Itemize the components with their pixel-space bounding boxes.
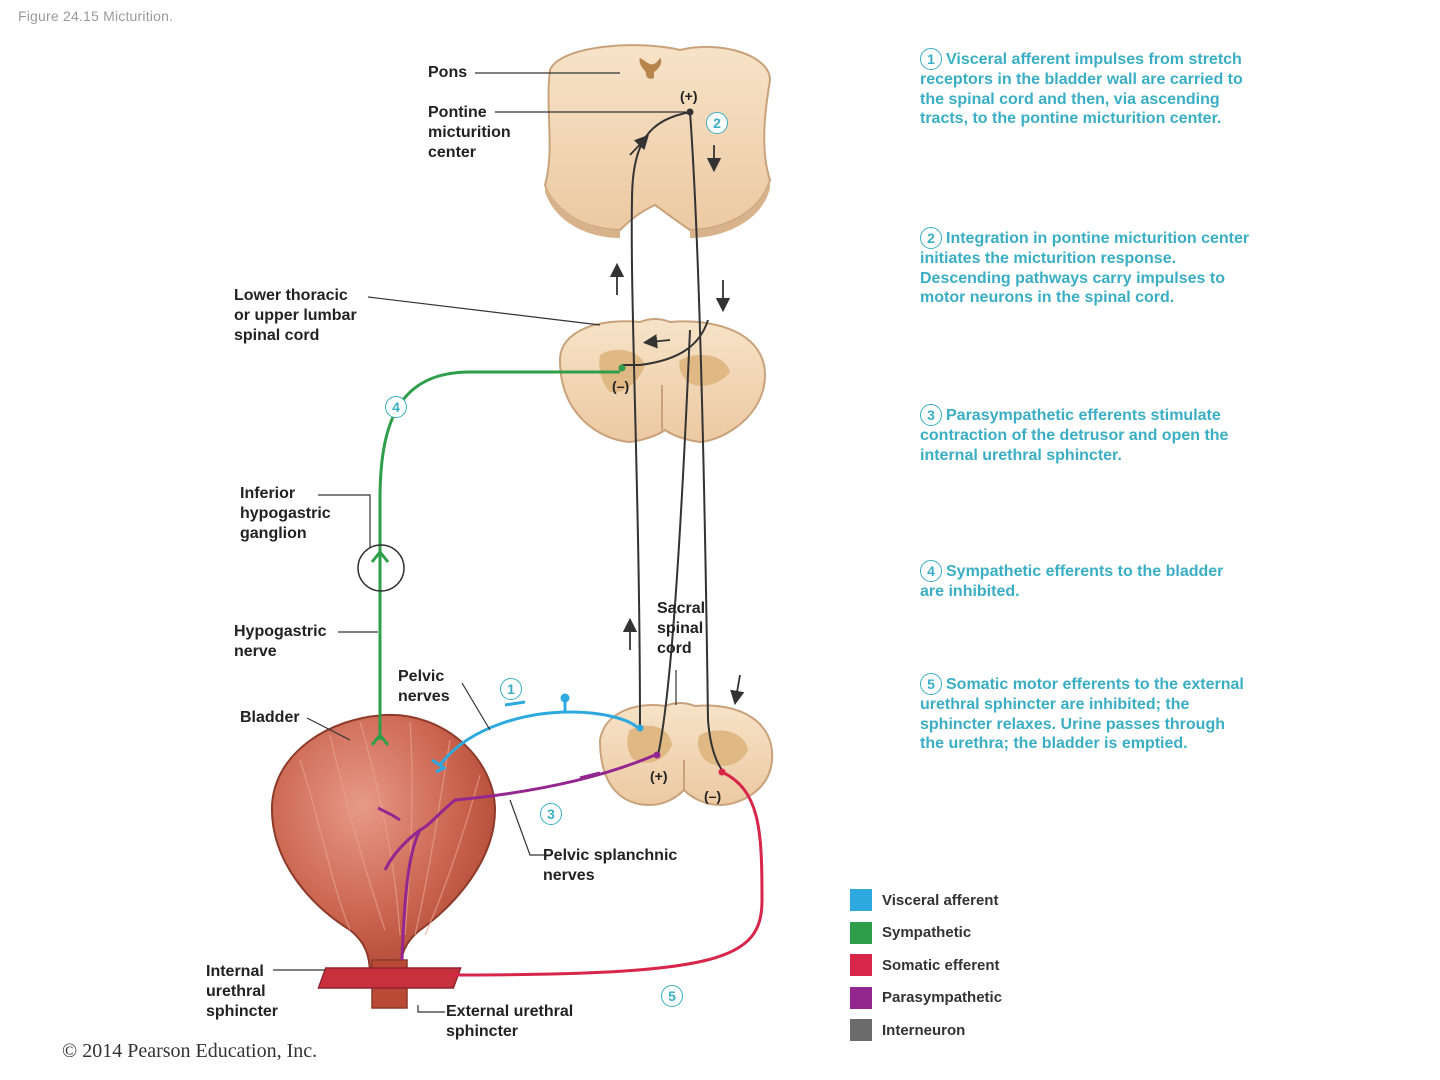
legend-swatch-somatic-efferent	[850, 954, 872, 977]
sign-thoracic-minus: (–)	[612, 378, 630, 394]
sign-sacral-plus: (+)	[650, 768, 668, 784]
legend-swatch-parasympathetic	[850, 986, 872, 1009]
label-pontine-center: Pontine micturition center	[428, 104, 511, 161]
step-5-description: Somatic motor efferents to the external …	[920, 676, 1244, 752]
step-3-description: Parasympathetic efferents stimulate cont…	[920, 407, 1229, 464]
label-pons: Pons	[428, 64, 468, 81]
legend-label-parasympathetic: Parasympathetic	[882, 989, 1003, 1007]
step-2-number: 2	[920, 227, 942, 249]
bladder-shape	[270, 713, 497, 1009]
pathway-number-3: 3	[540, 803, 562, 825]
legend: Visceral afferent Sympathetic Somatic ef…	[850, 884, 1002, 1047]
legend-swatch-interneuron	[850, 1019, 872, 1042]
flow-arrows	[609, 134, 745, 706]
legend-item-sympathetic: Sympathetic	[850, 917, 1002, 950]
legend-swatch-sympathetic	[850, 921, 872, 944]
pathway-number-1: 1	[500, 678, 522, 700]
legend-item-interneuron: Interneuron	[850, 1014, 1002, 1047]
pathway-number-5: 5	[661, 985, 683, 1007]
step-4-number: 4	[920, 560, 942, 582]
step-2-description: Integration in pontine micturition cente…	[920, 230, 1250, 306]
legend-item-visceral-afferent: Visceral afferent	[850, 884, 1002, 917]
sign-pons-plus: (+)	[680, 88, 698, 104]
pons-section	[543, 44, 772, 238]
label-lower-thoracic: Lower thoracic or upper lumbar spinal co…	[234, 287, 357, 344]
label-bladder: Bladder	[240, 709, 300, 726]
legend-item-somatic-efferent: Somatic efferent	[850, 949, 1002, 982]
label-pelvic-nerves: Pelvic nerves	[398, 668, 450, 705]
legend-item-parasympathetic: Parasympathetic	[850, 982, 1002, 1015]
figure-title: Figure 24.15 Micturition.	[18, 8, 174, 24]
step-4-description: Sympathetic efferents to the bladder are…	[920, 563, 1224, 600]
label-hypogastric-nerve: Hypogastric nerve	[234, 623, 327, 660]
sign-sacral-minus: (–)	[704, 788, 722, 804]
thoracic-cord-section	[558, 318, 767, 444]
step-1-description: Visceral afferent impulses from stretch …	[920, 51, 1243, 127]
somatic-efferent-pathway	[449, 770, 764, 977]
legend-swatch-visceral-afferent	[850, 889, 872, 912]
step-5-number: 5	[920, 673, 942, 695]
legend-label-visceral-afferent: Visceral afferent	[882, 891, 999, 909]
synapse-dots	[618, 108, 726, 776]
label-sacral-cord: Sacral spinal cord	[657, 600, 706, 657]
ganglion-circle	[357, 544, 405, 592]
step-3-number: 3	[920, 404, 942, 426]
visceral-afferent-pathway	[431, 693, 640, 774]
interneuron-pathways	[622, 111, 723, 771]
label-inferior-ganglion: Inferior hypogastric ganglion	[240, 485, 331, 542]
label-external-sphincter: External urethral sphincter	[446, 1003, 574, 1040]
legend-label-somatic-efferent: Somatic efferent	[882, 956, 1000, 974]
sacral-cord-section	[598, 702, 774, 807]
pathway-number-4: 4	[385, 396, 407, 418]
label-pelvic-splanchnic: Pelvic splanchnic nerves	[543, 847, 678, 884]
legend-label-sympathetic: Sympathetic	[882, 924, 972, 942]
step-1-number: 1	[920, 48, 942, 70]
pathway-number-2: 2	[706, 112, 728, 134]
legend-label-interneuron: Interneuron	[882, 1021, 966, 1039]
parasympathetic-pathway	[377, 753, 656, 961]
label-internal-sphincter: Internal urethral sphincter	[206, 963, 279, 1020]
copyright-notice: © 2014 Pearson Education, Inc.	[62, 1040, 318, 1062]
leader-lines	[273, 72, 686, 1013]
